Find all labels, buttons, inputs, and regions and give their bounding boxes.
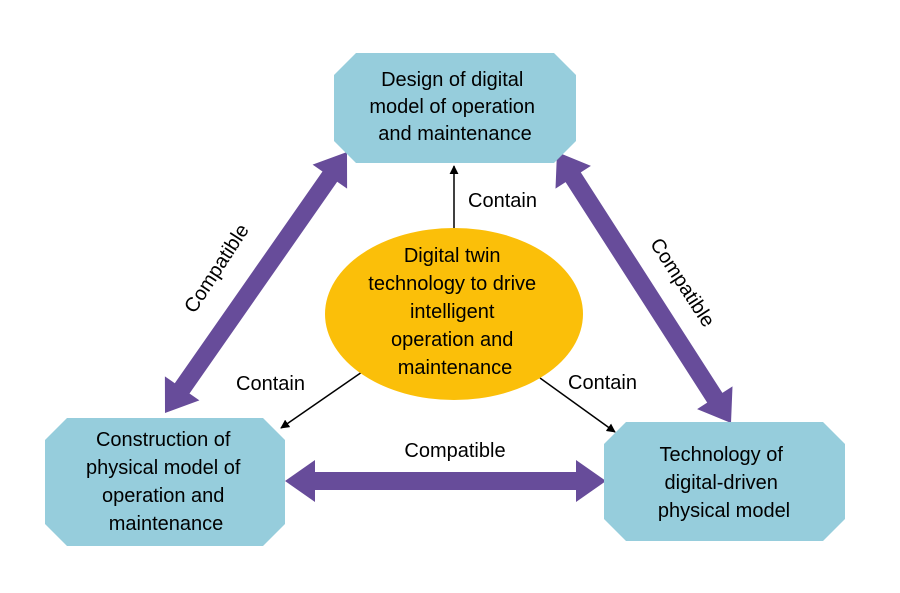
- center-text: Digital twin technology to drive intelli…: [368, 245, 541, 379]
- contain-label-left: Contain: [236, 373, 305, 395]
- contain-label-top: Contain: [468, 190, 537, 212]
- node-left-box: [45, 418, 285, 546]
- contain-arrow-left: [280, 371, 363, 429]
- contain-label-right: Contain: [568, 372, 637, 394]
- node-top-text: Design of digital model of operation and…: [369, 69, 540, 145]
- compatible-arrow-bottom: [285, 460, 606, 502]
- compatible-label-bottom: Compatible: [404, 440, 505, 462]
- center-ellipse: [325, 228, 583, 400]
- compatible-arrow-left: [164, 152, 348, 413]
- contain-arrow-right: [539, 377, 616, 433]
- node-right-box: [604, 422, 845, 541]
- node-right-text: Technology of digital-driven physical mo…: [658, 444, 790, 522]
- compatible-arrow-right: [555, 152, 733, 423]
- node-top-box: [334, 53, 576, 163]
- node-left-text: Construction of physical model of operat…: [86, 429, 246, 535]
